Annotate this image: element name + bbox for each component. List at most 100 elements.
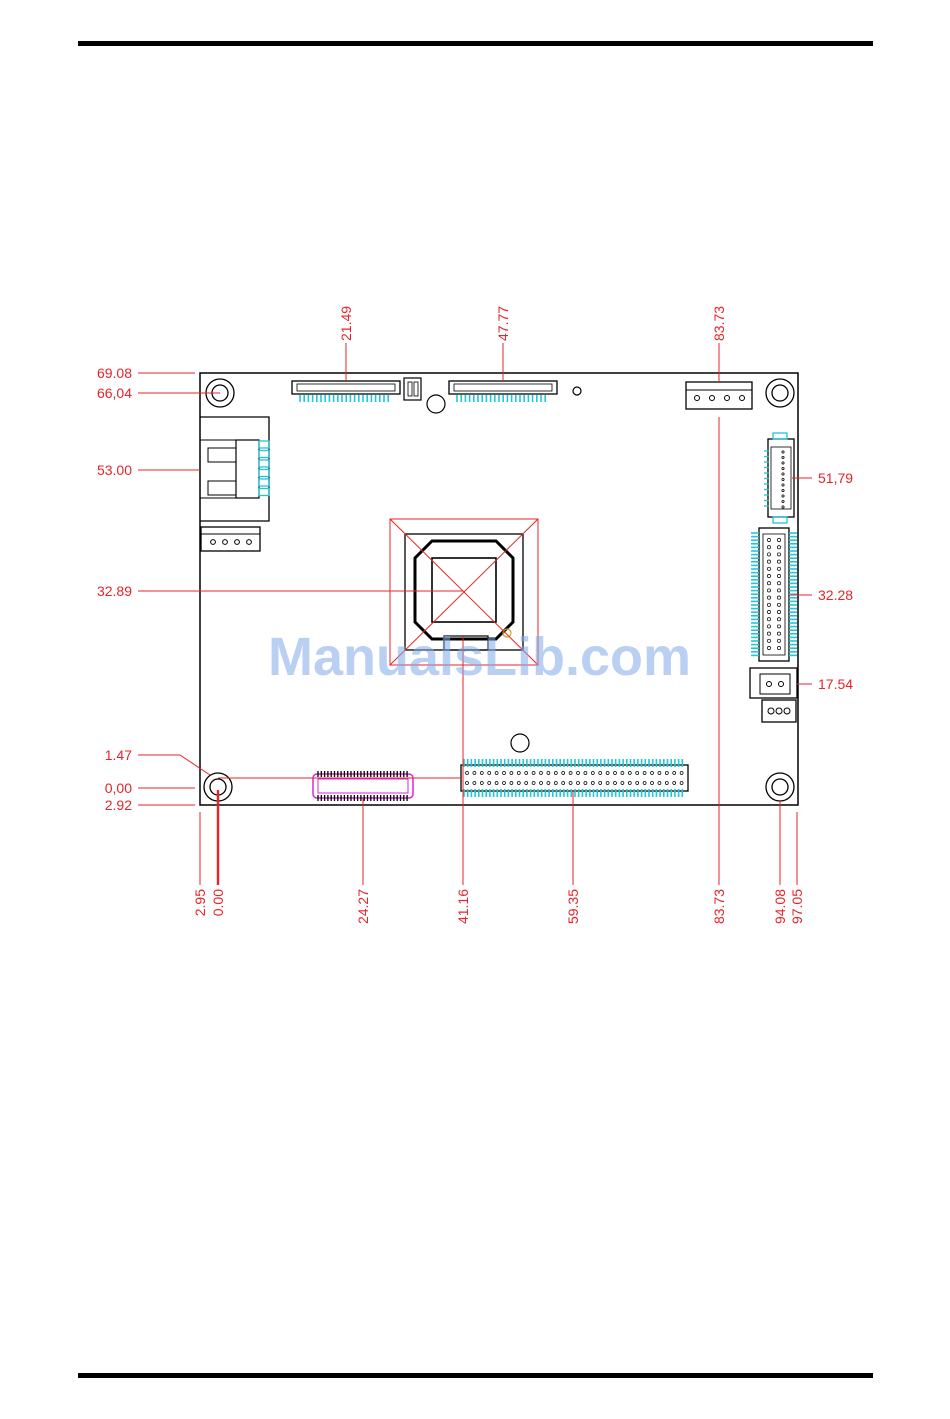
pad xyxy=(510,782,513,785)
pad xyxy=(503,782,506,785)
dim-label-right: 32.28 xyxy=(818,587,853,603)
hd-connector-bottom xyxy=(313,771,413,801)
pad xyxy=(777,582,780,585)
pad xyxy=(480,782,483,785)
pad xyxy=(673,782,676,785)
pad xyxy=(673,772,676,775)
pad xyxy=(782,506,784,508)
pad xyxy=(782,467,784,469)
dim-label-left: 0,00 xyxy=(105,780,132,796)
pad xyxy=(767,553,770,556)
pad xyxy=(517,772,520,775)
pad xyxy=(767,567,770,570)
dim-label-left: 53.00 xyxy=(97,462,132,478)
pad xyxy=(488,772,491,775)
pad xyxy=(767,632,770,635)
pad xyxy=(767,596,770,599)
pad xyxy=(569,772,572,775)
dim-label-right: 17.54 xyxy=(818,676,853,692)
pad xyxy=(767,618,770,621)
pad xyxy=(782,500,784,502)
pad xyxy=(665,782,668,785)
pad xyxy=(782,456,784,458)
pad xyxy=(466,772,469,775)
pad xyxy=(259,470,269,477)
pad xyxy=(777,567,780,570)
lan-connector-left xyxy=(200,417,269,521)
dual-row-header-bottom xyxy=(461,759,688,797)
pad xyxy=(767,582,770,585)
pad xyxy=(767,610,770,613)
pad xyxy=(773,433,787,439)
pad xyxy=(767,546,770,549)
pad xyxy=(628,772,631,775)
fpc-connector-top-middle xyxy=(449,381,557,402)
pad xyxy=(259,460,269,467)
pad xyxy=(473,772,476,775)
pad xyxy=(517,782,520,785)
pad xyxy=(562,772,565,775)
pad xyxy=(591,772,594,775)
pad xyxy=(767,589,770,592)
pad xyxy=(510,772,513,775)
pad xyxy=(767,560,770,563)
pad xyxy=(525,782,528,785)
right-dimension-labels: 51,79 32.28 17.54 xyxy=(818,470,853,692)
dim-label-right: 51,79 xyxy=(818,470,853,486)
dim-label-bottom: 97.05 xyxy=(789,889,805,924)
pad xyxy=(259,441,269,448)
pad xyxy=(495,782,498,785)
pad xyxy=(621,772,624,775)
dim-label-top: 21.49 xyxy=(338,306,354,341)
pad xyxy=(777,625,780,628)
pad xyxy=(651,772,654,775)
pad xyxy=(614,782,617,785)
pad xyxy=(547,772,550,775)
vertical-header-right-top xyxy=(764,433,794,523)
pad xyxy=(651,782,654,785)
mounting-hole-top-right xyxy=(766,379,794,407)
pad xyxy=(562,782,565,785)
dim-label-bottom: 0.00 xyxy=(210,889,226,916)
pad xyxy=(658,772,661,775)
power-connector-right xyxy=(750,668,797,722)
pad xyxy=(777,589,780,592)
pad xyxy=(767,574,770,577)
pad xyxy=(767,538,770,541)
pad xyxy=(777,553,780,556)
pad xyxy=(473,782,476,785)
pad xyxy=(636,772,639,775)
pad xyxy=(773,517,787,523)
pad xyxy=(532,772,535,775)
dim-label-left: 1.47 xyxy=(105,747,132,763)
dimension-leaders xyxy=(138,343,812,885)
fiducial-top xyxy=(427,395,445,413)
dim-label-bottom: 24.27 xyxy=(355,889,371,924)
pad xyxy=(643,782,646,785)
dim-label-top: 47.77 xyxy=(495,306,511,341)
pad xyxy=(777,546,780,549)
pad xyxy=(606,772,609,775)
pad xyxy=(584,782,587,785)
dim-label-bottom: 59.35 xyxy=(565,889,581,924)
pad xyxy=(599,772,602,775)
pad xyxy=(503,772,506,775)
pad xyxy=(554,782,557,785)
pad xyxy=(782,495,784,497)
pad xyxy=(466,782,469,785)
bottom-dimension-labels: 2.95 0.00 24.27 41.16 59.35 83.73 94.08 … xyxy=(192,889,805,924)
pad xyxy=(777,596,780,599)
pad xyxy=(599,782,602,785)
dim-label-bottom: 83.73 xyxy=(711,889,727,924)
pad xyxy=(658,782,661,785)
pad xyxy=(777,632,780,635)
pad xyxy=(782,451,784,453)
fiducial-top-right xyxy=(573,387,581,395)
fpc-connector-top-left xyxy=(292,381,400,402)
pad xyxy=(777,574,780,577)
pad xyxy=(777,618,780,621)
pad xyxy=(782,473,784,475)
four-pin-connector-top-right xyxy=(686,382,752,409)
four-pin-connector-left xyxy=(201,527,260,551)
